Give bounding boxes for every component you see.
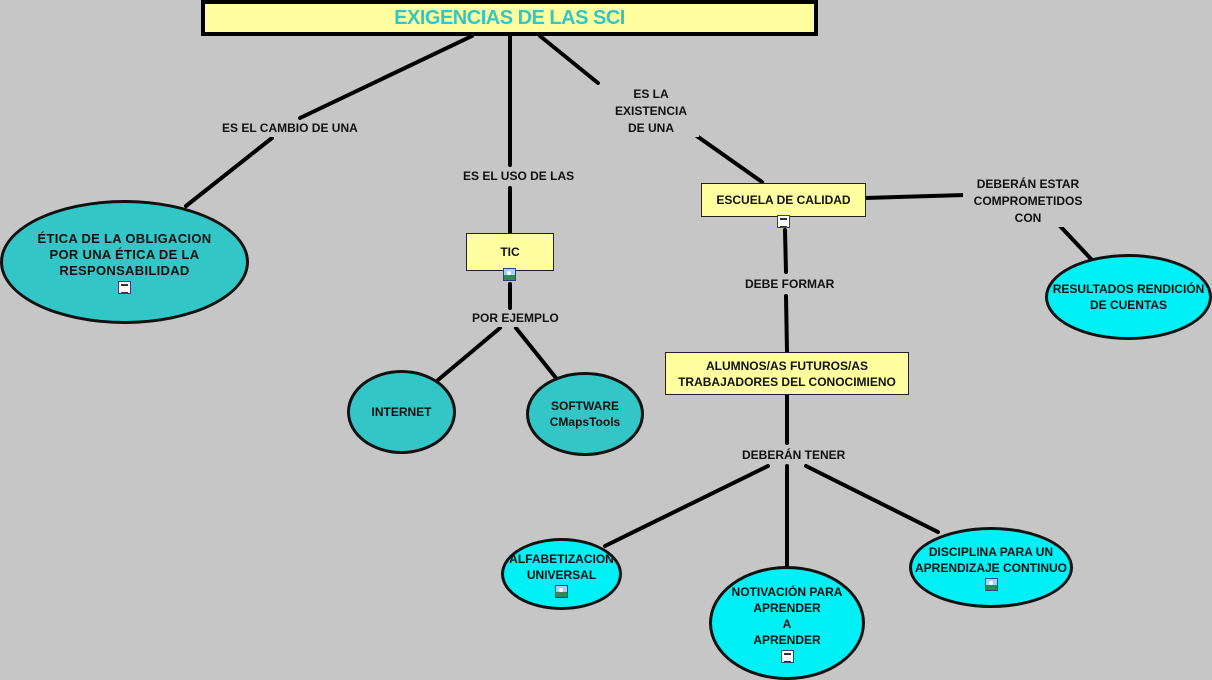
concept-internet-label: INTERNET — [371, 405, 432, 419]
concept-escuela[interactable]: ESCUELA DE CALIDAD — [701, 183, 866, 217]
concept-etica-label: ÉTICA DE LA OBLIGACION POR UNA ÉTICA DE … — [37, 230, 212, 278]
concept-motivacion[interactable]: NOTIVACIÓN PARA APRENDER A APRENDER — [709, 566, 865, 680]
concept-resultados-label: RESULTADOS RENDICIÓN DE CUENTAS — [1052, 282, 1205, 312]
link-label-uso: ES EL USO DE LAS — [463, 168, 575, 185]
concept-alumnos[interactable]: ALUMNOS/AS FUTUROS/AS TRABAJADORES DEL C… — [665, 352, 909, 395]
concept-alumnos-label: ALUMNOS/AS FUTUROS/AS TRABAJADORES DEL C… — [678, 358, 896, 389]
concept-tic-label: TIC — [500, 245, 520, 259]
image-icon[interactable] — [503, 268, 516, 281]
image-icon[interactable] — [984, 578, 998, 591]
document-icon[interactable] — [780, 649, 794, 663]
map-title: EXIGENCIAS DE LAS SCI — [394, 7, 625, 29]
document-icon[interactable] — [777, 215, 790, 228]
concept-software[interactable]: SOFTWARE CMapsTools — [526, 372, 644, 456]
concept-motivacion-label: NOTIVACIÓN PARA APRENDER A APRENDER — [731, 584, 843, 647]
map-title-box: EXIGENCIAS DE LAS SCI — [201, 0, 818, 36]
concept-etica[interactable]: ÉTICA DE LA OBLIGACION POR UNA ÉTICA DE … — [0, 200, 249, 324]
concept-alfabetizacion[interactable]: ALFABETIZACION UNIVERSAL — [501, 538, 622, 610]
concept-software-label: SOFTWARE CMapsTools — [549, 399, 621, 429]
document-icon[interactable] — [118, 280, 131, 294]
link-label-cambio: ES EL CAMBIO DE UNA — [222, 120, 358, 137]
image-icon[interactable] — [555, 584, 568, 598]
link-label-existencia: ES LA EXISTENCIA DE UNA — [603, 86, 699, 137]
link-label-formar: DEBE FORMAR — [745, 276, 835, 293]
link-label-ejemplo: POR EJEMPLO — [472, 310, 559, 327]
link-label-comprometidos: DEBERÁN ESTAR COMPROMETIDOS CON — [963, 176, 1093, 227]
concept-disciplina[interactable]: DISCIPLINA PARA UN APRENDIZAJE CONTINUO — [909, 527, 1073, 608]
link-label-tener: DEBERÁN TENER — [742, 447, 846, 464]
concept-disciplina-label: DISCIPLINA PARA UN APRENDIZAJE CONTINUO — [914, 545, 1067, 575]
concept-alfabetizacion-label: ALFABETIZACION UNIVERSAL — [509, 551, 614, 582]
concept-escuela-label: ESCUELA DE CALIDAD — [716, 193, 851, 207]
concept-internet[interactable]: INTERNET — [347, 370, 456, 454]
concept-tic[interactable]: TIC — [466, 233, 554, 271]
concept-resultados[interactable]: RESULTADOS RENDICIÓN DE CUENTAS — [1045, 254, 1212, 340]
